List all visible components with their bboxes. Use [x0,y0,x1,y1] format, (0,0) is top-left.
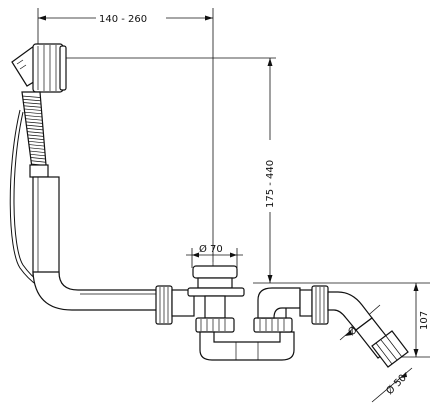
drain-body [187,265,245,333]
hose-rib [29,147,45,150]
hose-rib [25,121,43,124]
dimension-vertical-middle: 175 - 440 [265,160,276,208]
pipe-union-right [299,285,329,325]
pipe-union-left [155,285,195,325]
overflow-head [11,43,67,93]
hose-rib [22,102,41,105]
dimension-right-height: 107 [419,311,430,330]
hose-rib [24,115,42,118]
hose-rib [25,118,43,121]
hose-rib [31,160,46,163]
dimension-lines [37,8,430,403]
hose-rib [28,140,45,144]
hose-rib [27,131,44,134]
dimension-drain-diameter: Ø 70 [199,243,223,255]
hose-rib [26,124,43,127]
hose-rib [31,157,46,160]
outlet-pipe [327,291,409,368]
hose-rib [21,95,41,98]
flexible-hose [21,91,47,169]
hose-rib [23,108,42,111]
hose-rib [23,105,41,108]
hose-rib [29,144,45,147]
hose-rib [30,153,46,157]
trap [199,287,301,361]
hose-rib [26,128,43,131]
hose-rib [22,98,41,102]
hose-rib [27,134,44,137]
dimension-horizontal-top: 140 - 260 [99,14,147,25]
overflow-pipe [29,164,161,311]
hose-rib [30,150,45,153]
hose-rib [24,111,42,115]
hose-rib [28,137,44,140]
